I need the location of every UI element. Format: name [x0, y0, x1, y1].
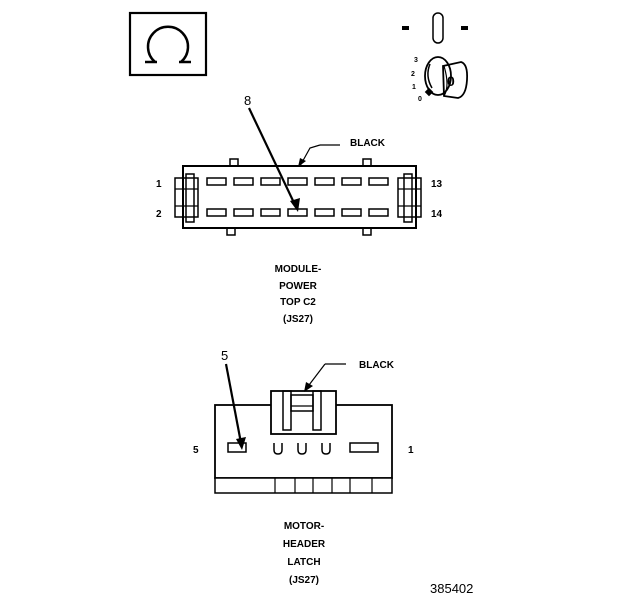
cavity: [321, 443, 331, 455]
cavity: [297, 443, 307, 455]
figure-number: 385402: [430, 581, 473, 596]
switch-pos-0: 0: [418, 96, 422, 103]
cavity: [349, 442, 379, 453]
pin-label-1-latch: 1: [408, 445, 414, 456]
cavity: [233, 208, 254, 217]
connector-2-caption-line-3: LATCH: [287, 557, 320, 568]
connector-1-caption-line-4: (JS27): [283, 314, 313, 325]
connector-motor-header-latch: BLACK 5 5 1 MOTOR- HEADER LATCH (JS27): [193, 348, 414, 586]
pin-label-1: 1: [156, 179, 162, 190]
cavity: [260, 208, 281, 217]
connector-2-color-label: BLACK: [359, 360, 395, 371]
switch-key-mark: 0: [447, 73, 455, 89]
cavity: [206, 208, 227, 217]
connector-module-power: BLACK 8 1 2 13 14 MODULE- POWER TOP C2 (…: [156, 93, 443, 325]
cavity: [206, 177, 227, 186]
ignition-switch-icon: 3 2 1 0 0: [402, 12, 469, 103]
cavity: [314, 208, 335, 217]
cavity: [341, 177, 362, 186]
switch-pos-3: 3: [414, 57, 418, 64]
cavity-row-top: [206, 177, 389, 186]
connector-1-caption-line-2: POWER: [279, 281, 318, 292]
connector-1-caption-line-3: TOP C2: [280, 297, 316, 308]
cavity: [368, 208, 389, 217]
cavity: [341, 208, 362, 217]
connector-2-caption-line-2: HEADER: [283, 539, 326, 550]
cavity: [227, 442, 247, 453]
pin-label-14: 14: [431, 209, 443, 220]
connector-2-pin-callout: 5: [221, 348, 228, 363]
cavity: [273, 443, 283, 455]
connector-2-caption-line-1: MOTOR-: [284, 521, 324, 532]
cavity: [368, 177, 389, 186]
pin-label-5: 5: [193, 445, 199, 456]
pin-label-13: 13: [431, 179, 443, 190]
pin-label-2: 2: [156, 209, 162, 220]
cavity: [233, 177, 254, 186]
connector-1-caption-line-1: MODULE-: [275, 264, 322, 275]
connector-1-color-label: BLACK: [350, 138, 386, 149]
cavity: [314, 177, 335, 186]
cavity: [287, 177, 308, 186]
connector-2-caption-line-4: (JS27): [289, 575, 319, 586]
switch-pos-1: 1: [412, 84, 416, 91]
cavity: [260, 177, 281, 186]
omega-terminal-view-icon: [128, 11, 208, 77]
connector-1-pin-callout: 8: [244, 93, 251, 108]
switch-pos-2: 2: [411, 71, 415, 78]
